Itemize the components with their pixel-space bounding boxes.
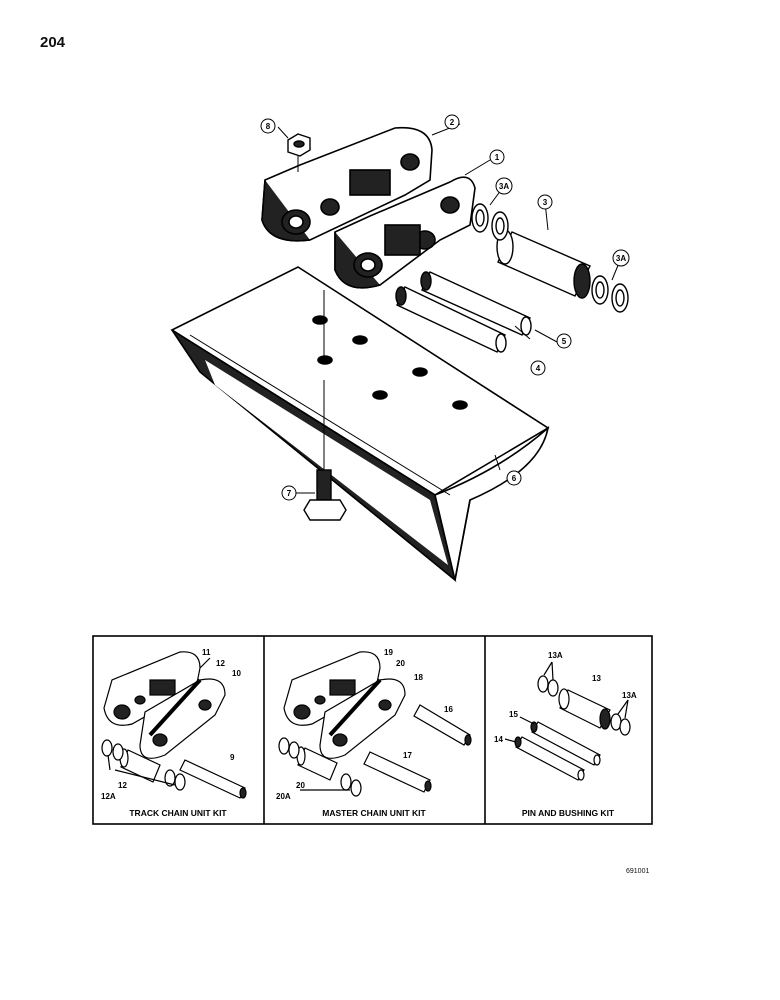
master-chain-unit-kit: 19 20 18 16 17 20 20A MASTER CHAIN UNIT … — [276, 648, 472, 818]
svg-text:5: 5 — [562, 337, 567, 346]
kit3-label-13a-right: 13A — [622, 691, 637, 700]
svg-text:3A: 3A — [499, 182, 509, 191]
callout-3a-right: 3A — [612, 249, 630, 267]
track-link-2 — [261, 126, 433, 242]
kit2-label-17: 17 — [403, 751, 412, 760]
seal-washers-3a — [471, 203, 629, 313]
track-link-1 — [334, 176, 476, 289]
svg-text:3: 3 — [543, 198, 548, 207]
master-chain-unit-kit-title: MASTER CHAIN UNIT KIT — [322, 808, 426, 818]
callout-4: 4 — [530, 360, 546, 376]
kit2-label-19: 19 — [384, 648, 393, 657]
svg-text:3A: 3A — [616, 254, 626, 263]
callout-3: 3 — [537, 194, 553, 210]
kit1-label-9: 9 — [230, 753, 235, 762]
track-shoe — [170, 266, 550, 583]
track-chain-unit-kit: 11 12 10 9 12 12A TRACK CHAIN UNIT KIT — [101, 648, 247, 818]
svg-text:1: 1 — [495, 153, 500, 162]
kit1-label-12a: 12A — [101, 792, 116, 801]
bushing-3 — [496, 229, 591, 299]
kit2-label-20a: 20A — [276, 792, 291, 801]
kit3-label-13a-left: 13A — [548, 651, 563, 660]
kit3-label-14: 14 — [494, 735, 503, 744]
kit1-label-11: 11 — [202, 648, 211, 657]
nut — [287, 133, 325, 360]
callout-8: 8 — [260, 118, 276, 134]
kit2-label-18: 18 — [414, 673, 423, 682]
page-number: 204 — [40, 34, 66, 51]
svg-text:7: 7 — [287, 489, 292, 498]
callout-3a-left: 3A — [495, 177, 513, 195]
svg-text:4: 4 — [536, 364, 541, 373]
callout-5: 5 — [556, 333, 572, 349]
track-chain-unit-kit-title: TRACK CHAIN UNIT KIT — [129, 808, 227, 818]
kit2-label-16: 16 — [444, 705, 453, 714]
svg-text:8: 8 — [266, 122, 271, 131]
callout-7: 7 — [281, 485, 297, 501]
kit1-label-10: 10 — [232, 669, 241, 678]
pin-4 — [395, 286, 507, 353]
figure-code: 691001 — [626, 868, 650, 875]
kit1-label-12: 12 — [216, 659, 225, 668]
kit3-label-15: 15 — [509, 710, 518, 719]
kit2-label-20: 20 — [396, 659, 405, 668]
svg-text:2: 2 — [450, 118, 455, 127]
pin-5 — [420, 271, 532, 336]
kit1-label-12-lower: 12 — [118, 781, 127, 790]
kit2-label-20-lower: 20 — [296, 781, 305, 790]
callout-2: 2 — [444, 114, 460, 130]
kit3-label-13: 13 — [592, 674, 601, 683]
pin-and-bushing-kit-title: PIN AND BUSHING KIT — [522, 808, 615, 818]
svg-text:6: 6 — [512, 474, 517, 483]
callout-6: 6 — [506, 470, 522, 486]
bolt — [303, 380, 347, 521]
callout-1: 1 — [489, 149, 505, 165]
pin-and-bushing-kit: 13A 13 13A 15 14 PIN AND BUSHING KIT — [494, 651, 637, 818]
